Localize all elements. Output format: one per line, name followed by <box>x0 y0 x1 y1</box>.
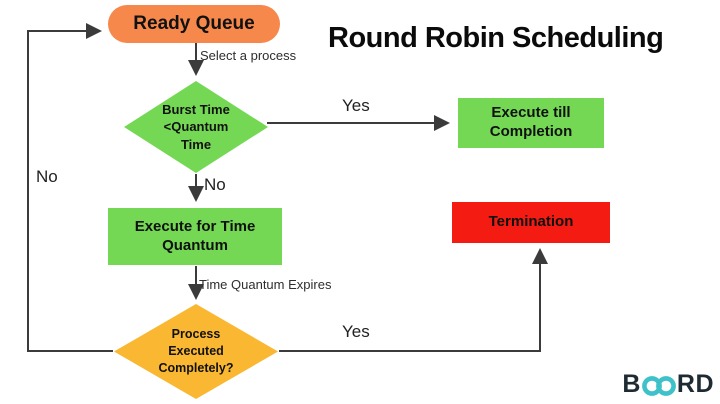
edge-label-process-no: No <box>36 167 58 186</box>
node-label: Ready Queue <box>133 13 255 34</box>
arrow-process-yes <box>279 248 548 352</box>
node-ready-queue: Ready Queue <box>108 5 280 43</box>
edge-label-burst-no: No <box>204 175 226 194</box>
node-burst-time-decision: Burst Time <Quantum Time <box>124 81 268 173</box>
node-label-line: Executed <box>168 344 224 359</box>
node-label-line: <Quantum <box>163 119 229 135</box>
logo-suffix: RD <box>676 370 714 398</box>
edge-label-time-quantum-expires: Time Quantum Expires <box>199 277 332 292</box>
node-execute-till-completion: Execute till Completion <box>458 98 604 148</box>
edge-label-burst-yes: Yes <box>342 96 370 115</box>
node-label-line: Process <box>171 327 221 342</box>
edge-label-select-process: Select a process <box>200 48 297 63</box>
node-label: Execute for Time Quantum <box>134 217 256 254</box>
node-termination: Termination <box>452 202 610 243</box>
infinity-icon <box>641 376 676 396</box>
node-label-line: Time <box>180 136 212 152</box>
node-execute-for-time-quantum: Execute for Time Quantum <box>108 208 282 265</box>
node-process-executed-decision: Process Executed Completely? <box>114 304 278 399</box>
page-title: Round Robin Scheduling <box>328 22 664 54</box>
arrow-process-no-loop <box>27 23 113 352</box>
node-label-line: Completely? <box>158 360 234 375</box>
board-logo: B RD <box>622 371 714 398</box>
edge-label-process-yes: Yes <box>342 322 370 341</box>
node-label: Execute till Completion <box>489 104 573 140</box>
node-label-line: Burst Time <box>162 101 230 117</box>
node-label: Termination <box>488 213 574 231</box>
logo-prefix: B <box>622 370 641 398</box>
